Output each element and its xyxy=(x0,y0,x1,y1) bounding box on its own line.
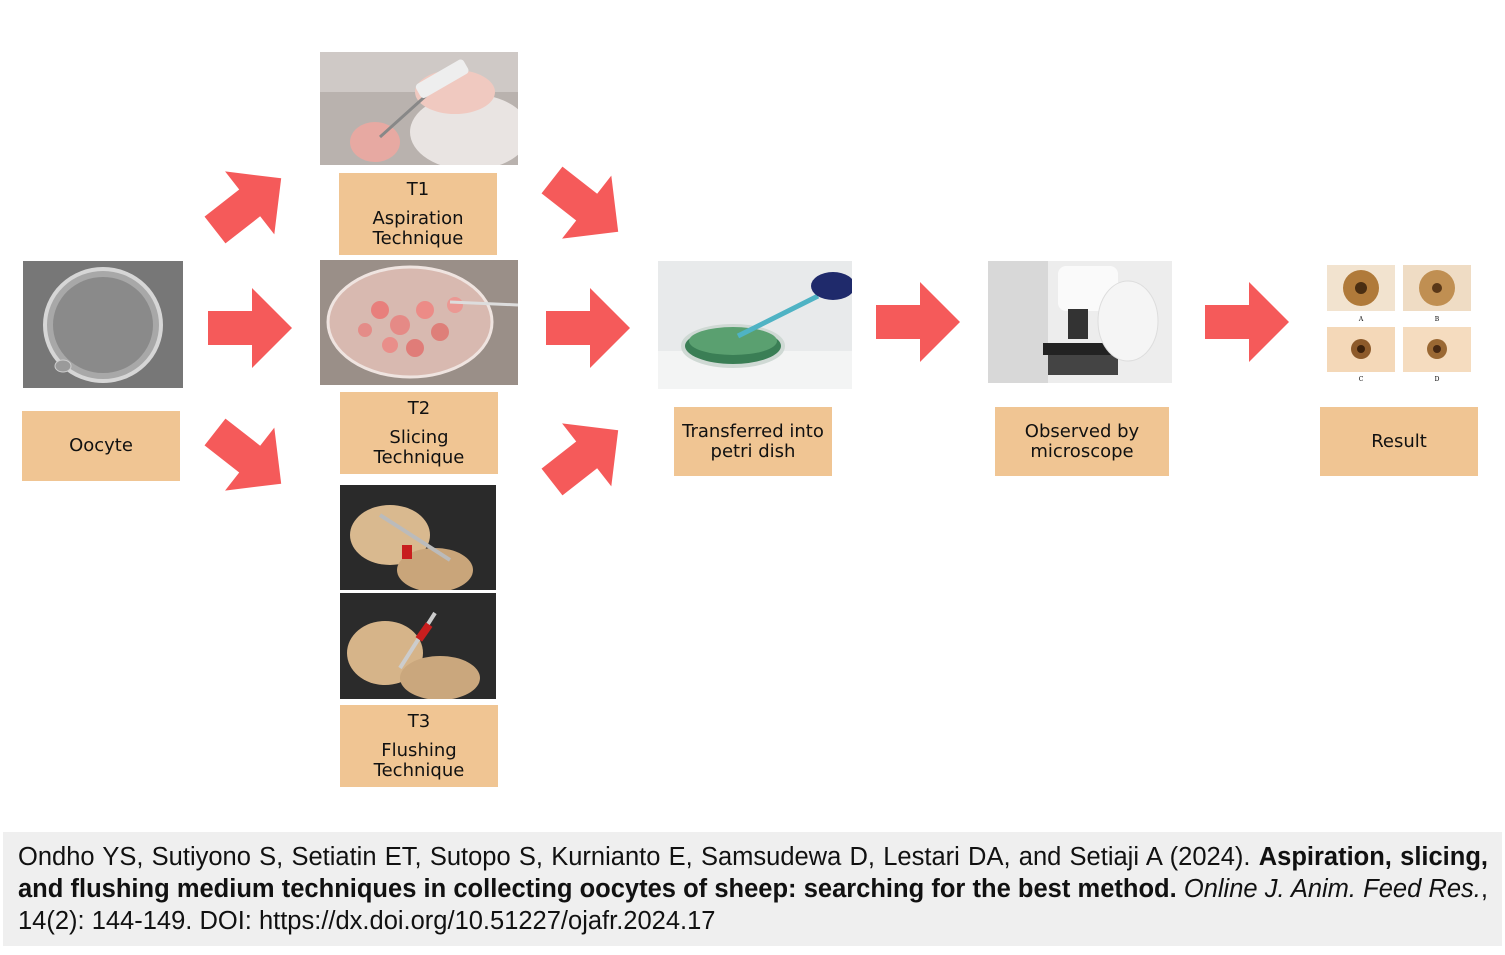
slicing-photo xyxy=(320,260,518,385)
result-label-text: Result xyxy=(1371,430,1427,452)
t3-label: T3 Flushing Technique xyxy=(340,705,498,787)
result-panel-a: A xyxy=(1358,316,1364,323)
arrow-observe-to-result xyxy=(1205,282,1289,362)
t1-code: T1 xyxy=(406,178,430,200)
arrow-oocyte-to-t2 xyxy=(208,288,292,368)
t3-code: T3 xyxy=(407,710,431,732)
arrow-t2-to-transfer xyxy=(546,288,630,368)
arrow-t1-to-transfer xyxy=(527,148,643,264)
arrow-transfer-to-observe xyxy=(876,282,960,362)
result-label: Result xyxy=(1320,407,1478,476)
citation-journal: Online J. Anim. Feed Res. xyxy=(1183,875,1481,903)
petri-dish-photo xyxy=(658,261,852,389)
oocyte-label: Oocyte xyxy=(22,411,180,481)
observe-line2: microscope xyxy=(1030,440,1134,462)
citation-volume: , 14(2): 144-149. DOI: https://dx.doi.or… xyxy=(18,875,1488,935)
citation-authors: Ondho YS, Sutiyono S, Setiatin ET, Sutop… xyxy=(18,843,1251,871)
transfer-line2: petri dish xyxy=(710,440,796,462)
citation: Ondho YS, Sutiyono S, Setiatin ET, Sutop… xyxy=(3,832,1502,946)
microscope-photo xyxy=(988,261,1172,383)
observe-label: Observed by microscope xyxy=(995,407,1169,476)
t2-label: T2 Slicing Technique xyxy=(340,392,498,474)
t3-line2: Technique xyxy=(373,759,465,781)
citation-title: Aspiration, slicing, and flushing medium… xyxy=(18,843,1488,903)
result-panel-d: D xyxy=(1435,376,1440,382)
transfer-line1: Transferred into xyxy=(682,420,824,442)
oocyte-photo xyxy=(23,261,183,388)
aspiration-photo xyxy=(320,52,518,165)
observe-line1: Observed by xyxy=(1024,420,1140,442)
arrow-t3-to-transfer xyxy=(527,398,643,514)
t3-line1: Flushing xyxy=(381,739,457,761)
result-panel-c: C xyxy=(1359,376,1364,382)
t1-line1: Aspiration xyxy=(372,207,464,229)
arrow-oocyte-to-t3 xyxy=(190,400,306,516)
t1-label: T1 Aspiration Technique xyxy=(339,173,497,255)
t2-line2: Technique xyxy=(373,446,465,468)
t2-line1: Slicing xyxy=(389,426,449,448)
result-photo: A B C D xyxy=(1325,262,1475,382)
oocyte-label-text: Oocyte xyxy=(69,435,133,456)
result-panel-b: B xyxy=(1435,316,1440,323)
arrow-oocyte-to-t1 xyxy=(190,146,306,262)
t2-code: T2 xyxy=(407,397,431,419)
flushing-photo-1 xyxy=(340,485,496,590)
flushing-photo-2 xyxy=(340,593,496,699)
transfer-label: Transferred into petri dish xyxy=(674,407,832,476)
t1-line2: Technique xyxy=(372,227,464,249)
